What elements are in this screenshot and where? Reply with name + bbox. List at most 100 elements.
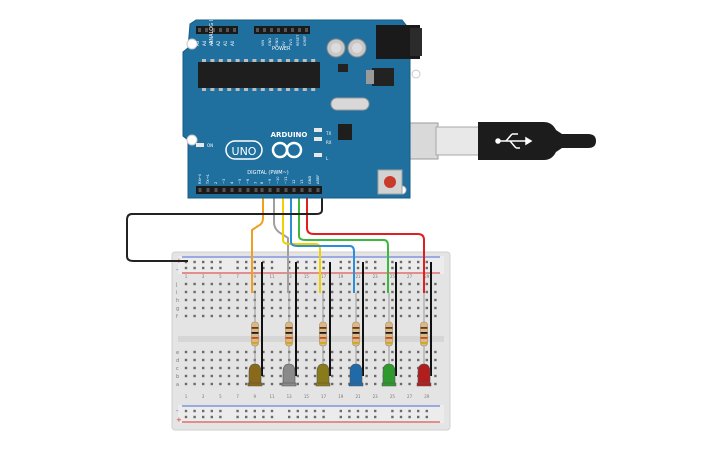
digital-pin[interactable] [300, 188, 304, 192]
rail-hole [210, 409, 213, 413]
breadboard-hole [339, 306, 342, 310]
breadboard-hole [425, 306, 428, 310]
header-pin[interactable] [219, 28, 222, 32]
resistor-band [251, 327, 259, 329]
analog-pin-label: A1 [223, 40, 228, 46]
wire-green[interactable] [298, 192, 389, 293]
small-chip [338, 64, 348, 72]
chip-pin [277, 88, 282, 91]
power-pin-label: RESET [296, 34, 300, 46]
breadboard-hole [184, 358, 188, 362]
rail-hole [236, 409, 239, 413]
rail-hole [210, 266, 213, 270]
breadboard-hole [279, 358, 282, 362]
header-pin[interactable] [284, 28, 287, 32]
column-number: 7 [236, 274, 239, 279]
rail-hole [356, 415, 360, 419]
header-pin[interactable] [233, 28, 236, 32]
header-pin[interactable] [205, 28, 208, 32]
header-pin[interactable] [291, 28, 294, 32]
breadboard-hole [210, 282, 213, 286]
breadboard-hole [374, 350, 377, 354]
header-pin[interactable] [226, 28, 229, 32]
row-letter: i [176, 290, 177, 296]
rail-hole [417, 260, 420, 264]
header-pin[interactable] [256, 28, 259, 32]
breadboard-hole [374, 382, 377, 386]
led-green[interactable] [382, 363, 396, 385]
wire-red[interactable] [306, 192, 425, 293]
reset-button[interactable] [384, 176, 396, 188]
digital-pin[interactable] [308, 188, 312, 192]
digital-pin[interactable] [276, 188, 280, 192]
breadboard-hole [296, 290, 299, 294]
chip-pin [286, 59, 290, 62]
header-pin[interactable] [263, 28, 266, 32]
digital-pin[interactable] [214, 188, 218, 192]
digital-pin[interactable] [222, 188, 226, 192]
header-pin[interactable] [277, 28, 280, 32]
rail-hole [408, 260, 411, 264]
breadboard-hole [184, 314, 188, 318]
breadboard-hole [391, 290, 394, 294]
led-yellow[interactable] [316, 363, 330, 385]
wire-blue[interactable] [290, 192, 355, 293]
wire-orange[interactable] [251, 192, 264, 293]
breadboard-hole [399, 382, 403, 386]
digital-pin[interactable] [316, 188, 320, 192]
breadboard-hole [219, 306, 222, 310]
breadboard-hole [193, 382, 196, 386]
usb-cable[interactable] [377, 122, 596, 160]
header-pin[interactable] [298, 28, 301, 32]
wire-black-ground[interactable] [126, 192, 323, 262]
led-rim [416, 382, 432, 387]
digital-pin[interactable] [238, 188, 242, 192]
led-blue[interactable] [349, 363, 363, 385]
wire-yellow[interactable] [282, 192, 321, 293]
led-red[interactable] [417, 363, 431, 385]
breadboard-hole [236, 298, 239, 302]
header-pin[interactable] [305, 28, 308, 32]
header-pin[interactable] [212, 28, 215, 32]
chip-pin [227, 88, 232, 91]
column-number: 1 [185, 394, 188, 399]
header-pin[interactable] [270, 28, 273, 32]
breadboard-hole [236, 306, 239, 310]
breadboard-hole [270, 306, 274, 310]
digital-pin[interactable] [268, 188, 272, 192]
breadboard-hole [365, 382, 368, 386]
column-number: 13 [287, 274, 293, 279]
digital-header-label: DIGITAL (PWM~) [247, 170, 289, 176]
digital-pin[interactable] [284, 188, 288, 192]
breadboard-hole [219, 314, 222, 318]
digital-pin[interactable] [254, 188, 258, 192]
breadboard-hole [434, 290, 437, 294]
breadboard-hole [365, 306, 368, 310]
column-number: 5 [219, 394, 222, 399]
digital-pin[interactable] [206, 188, 210, 192]
digital-pin[interactable] [246, 188, 250, 192]
breadboard-hole [236, 314, 239, 318]
power-pin-label: GND [275, 38, 279, 46]
rail-hole [262, 266, 265, 270]
components [247, 262, 432, 387]
chip-pin [210, 88, 215, 91]
digital-pin[interactable] [292, 188, 296, 192]
breadboard-hole [219, 358, 222, 362]
breadboard-hole [245, 298, 248, 302]
column-number: 3 [202, 274, 205, 279]
led-gray[interactable] [282, 363, 296, 385]
digital-pin[interactable] [198, 188, 202, 192]
breadboard-hole [313, 374, 317, 378]
column-number: 23 [373, 274, 379, 279]
breadboard-hole [270, 290, 274, 294]
digital-pin-label: 4 [230, 181, 234, 184]
led-orange[interactable] [248, 363, 262, 385]
digital-pin[interactable] [230, 188, 234, 192]
digital-pin[interactable] [260, 188, 264, 192]
rail-hole [288, 266, 291, 270]
wire-gray[interactable] [273, 192, 289, 293]
header-pin[interactable] [198, 28, 201, 32]
breadboard-hole [399, 298, 403, 302]
